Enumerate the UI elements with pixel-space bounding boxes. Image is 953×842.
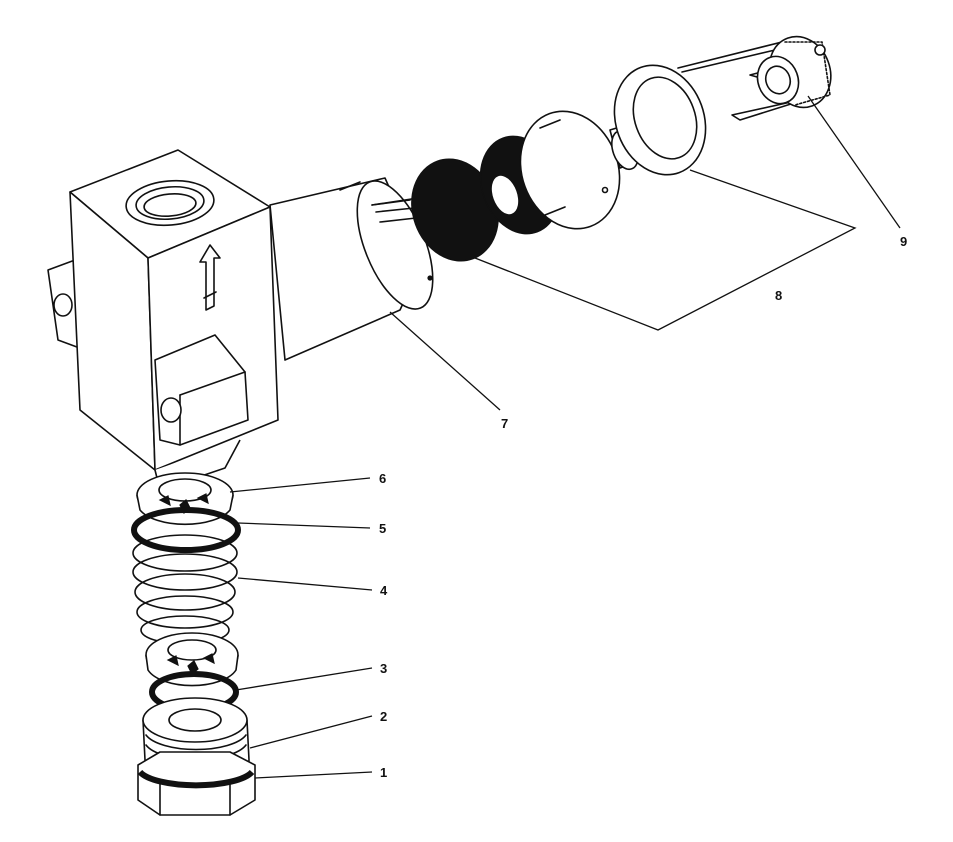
valve-body xyxy=(47,149,434,491)
callout-9: 9 xyxy=(900,234,907,249)
part-7-band xyxy=(371,197,433,281)
part-9-cap-and-clip xyxy=(677,35,832,121)
callout-7: 7 xyxy=(501,416,508,431)
part-1-hex-nut xyxy=(137,751,256,816)
part-8-piston-assembly xyxy=(411,64,707,262)
leader-lines xyxy=(229,95,901,779)
callout-1: 1 xyxy=(380,765,387,780)
callout-3: 3 xyxy=(380,661,387,676)
part-5-o-ring xyxy=(131,507,241,553)
part-4-spring xyxy=(132,534,238,645)
callout-2: 2 xyxy=(380,709,387,724)
callout-8: 8 xyxy=(775,288,782,303)
callout-6: 6 xyxy=(379,471,386,486)
callout-4: 4 xyxy=(380,583,388,598)
callout-5: 5 xyxy=(379,521,386,536)
